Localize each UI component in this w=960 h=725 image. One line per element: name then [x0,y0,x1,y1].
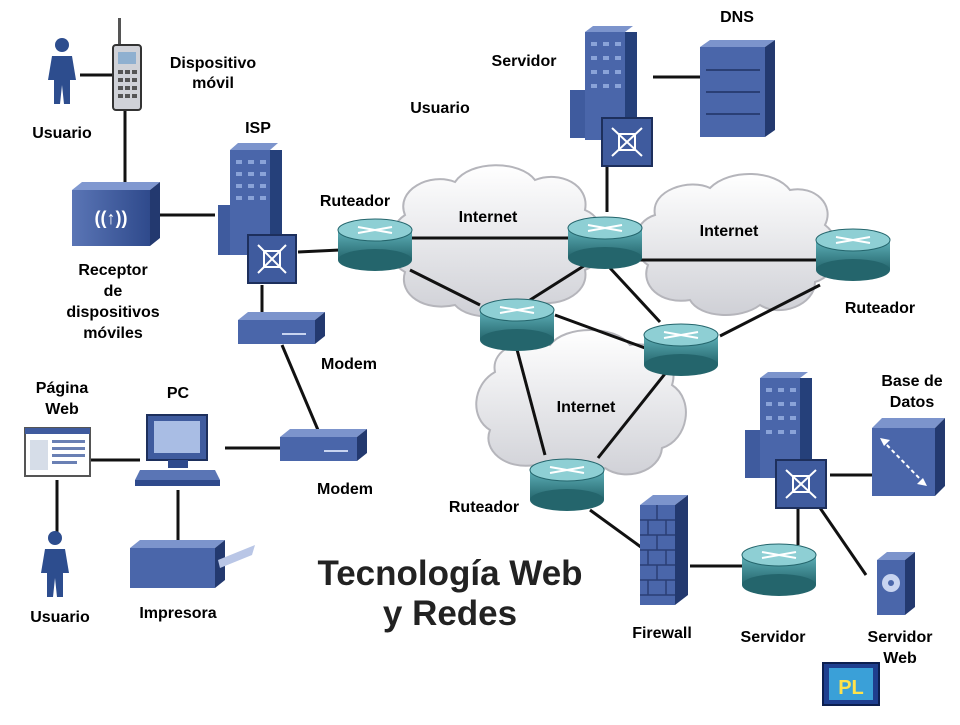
label-usuario-top: Usuario [32,125,92,142]
label-ruteador-bottom: Ruteador [449,499,519,516]
label-dispositivo-1: Dispositivo [170,55,256,72]
internet-cloud-3 [475,329,687,481]
label-usuario-bottom: Usuario [30,609,90,626]
server-building-icon-bottom [745,372,827,509]
router-icon-center-mid [479,298,555,351]
internet-label-3: Internet [557,399,616,416]
router-icon-right-mid [643,323,719,376]
database-icon [872,418,945,496]
pl-logo: PL [822,662,880,706]
label-dns: DNS [720,9,754,26]
label-isp: ISP [245,120,271,137]
internet-label-2: Internet [700,223,759,240]
user-icon-bottom [41,531,69,597]
connection-lines [55,73,872,576]
label-pagina-1: Página [36,380,89,397]
internet-cloud-2 [634,173,839,316]
label-dispositivo-2: móvil [192,75,234,92]
label-modem-1: Modem [321,356,377,373]
pl-logo-text: PL [838,677,864,699]
internet-label-1: Internet [459,209,518,226]
label-receptor-3: dispositivos [66,304,159,321]
web-page-icon [24,427,91,477]
label-receptor-2: de [104,283,123,300]
label-servidor-bottom: Servidor [741,629,806,646]
isp-building-icon [218,143,297,284]
label-firewall: Firewall [632,625,692,642]
router-icon-right [815,228,891,281]
mobile-device-icon [112,18,142,111]
label-base-2: Datos [890,394,935,411]
svg-text:((↑)): ((↑)) [95,208,128,228]
web-server-icon [877,552,915,615]
label-pagina-2: Web [45,401,79,418]
printer-icon [130,540,255,588]
label-base-1: Base de [881,373,942,390]
label-servidor-web-2: Web [883,650,917,667]
user-icon-top [48,38,76,104]
label-ruteador-isp: Ruteador [320,193,390,210]
router-icon-bottom [529,458,605,511]
diagram-title-line1: Tecnología Web [317,554,582,593]
label-usuario-mid: Usuario [410,100,470,117]
label-servidor-web-1: Servidor [868,629,933,646]
pc-icon [135,414,220,486]
label-receptor-1: Receptor [78,262,147,279]
modem-icon-2 [280,429,367,461]
router-icon-center-top [567,216,643,269]
label-ruteador-right: Ruteador [845,300,915,317]
label-receptor-4: móviles [83,325,143,342]
diagram-title-line2: y Redes [383,594,517,633]
label-impresora: Impresora [139,605,216,622]
firewall-icon [640,495,688,605]
router-icon-isp [337,218,413,271]
mobile-receiver-icon: ((↑)) [72,182,160,246]
modem-icon-1 [238,312,325,344]
router-icon-server [741,543,817,596]
label-modem-2: Modem [317,481,373,498]
label-pc: PC [167,385,190,402]
server-building-icon-top [570,26,653,167]
dns-server-icon [700,40,775,137]
internet-cloud-1 [389,164,605,318]
label-servidor-top: Servidor [492,53,557,70]
